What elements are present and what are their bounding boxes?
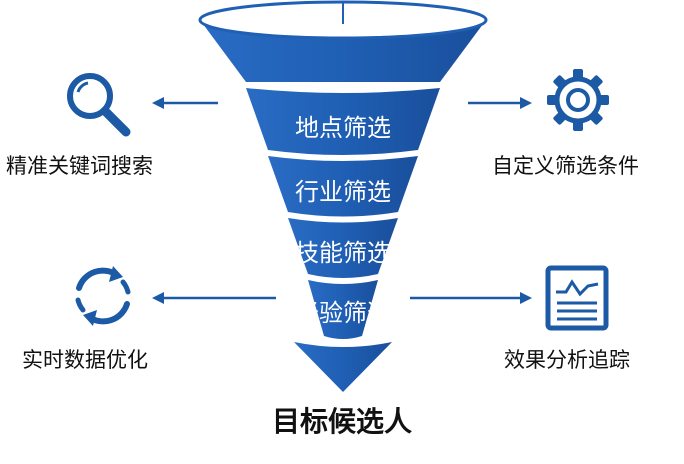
funnel-band-4 xyxy=(308,280,378,339)
feature-realtime-optimization-label: 实时数据优化 xyxy=(22,348,148,372)
feature-custom-filter-label: 自定义筛选条件 xyxy=(492,154,639,178)
funnel-stage-3-label: 技能筛选 xyxy=(295,239,391,267)
funnel-stage-2-label: 行业筛选 xyxy=(295,178,391,206)
search-icon xyxy=(67,73,131,137)
arrow-right-top xyxy=(468,97,532,109)
feature-effect-tracking-label: 效果分析追踪 xyxy=(504,348,630,372)
funnel-tip xyxy=(294,342,392,392)
funnel-stage-4-label: 经验筛选 xyxy=(295,299,391,327)
funnel-band-3 xyxy=(288,218,398,278)
gear-icon xyxy=(547,69,609,131)
target-candidates-label: 目标候选人 xyxy=(271,405,412,438)
funnel-stage-1-label: 地点筛选 xyxy=(295,114,391,142)
arrow-left-top xyxy=(152,97,218,109)
chart-icon xyxy=(545,265,609,331)
refresh-icon xyxy=(75,266,131,326)
funnel-band-1 xyxy=(246,88,440,155)
funnel-band-2 xyxy=(268,156,418,217)
arrow-left-bottom xyxy=(152,292,276,304)
feature-keyword-search-label: 精准关键词搜索 xyxy=(6,154,153,178)
arrow-right-bottom xyxy=(410,292,532,304)
funnel-top xyxy=(198,0,488,82)
